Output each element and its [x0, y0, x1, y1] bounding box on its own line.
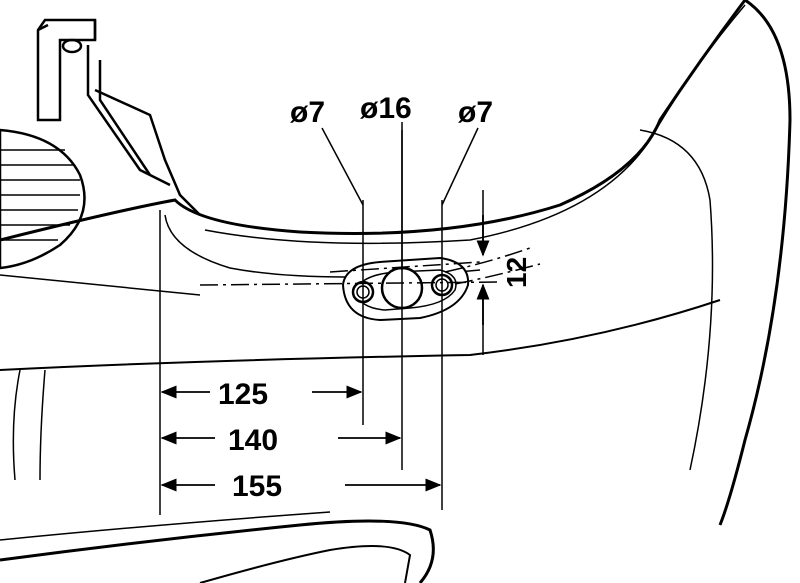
label-dim-140: 140: [228, 424, 278, 457]
label-dim-125: 125: [218, 378, 268, 411]
centerlines: [199, 247, 541, 286]
label-hole-left: ø7: [290, 96, 325, 129]
label-offset-12: 12: [501, 257, 532, 288]
label-dim-155: 155: [232, 470, 282, 503]
label-hole-center: ø16: [360, 92, 412, 125]
leader-lines: [321, 122, 479, 270]
bracket-hole: [61, 38, 83, 54]
label-hole-right: ø7: [458, 96, 493, 129]
extension-lines: [159, 130, 484, 515]
lamp-lens: [0, 128, 86, 270]
mounting-bracket: [36, 18, 201, 216]
